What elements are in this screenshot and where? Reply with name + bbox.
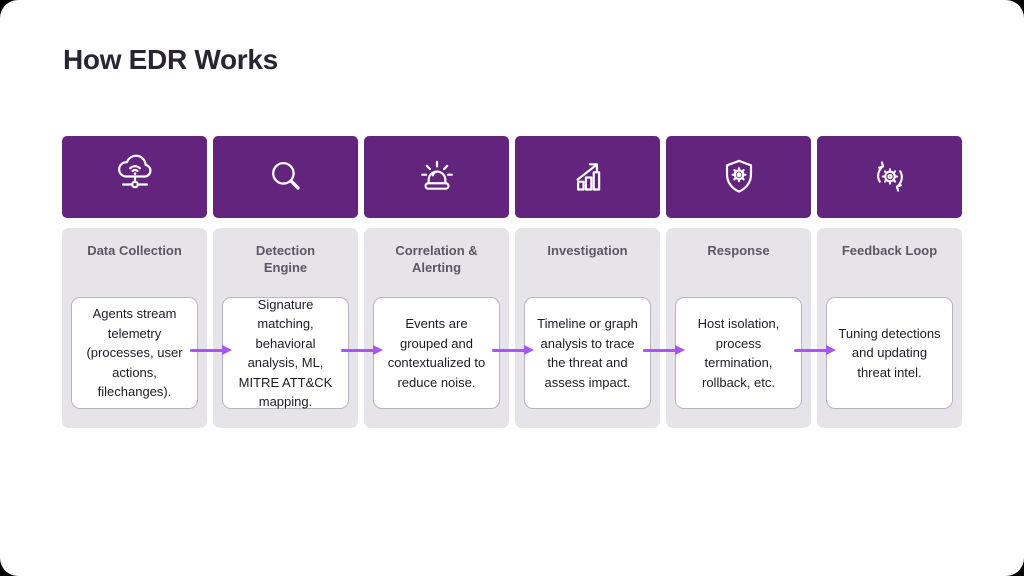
step-description-card: Agents stream telemetry (processes, user… [71,297,198,409]
cloud-network-icon [117,154,151,189]
step-description-card: Tuning detections and updating threat in… [826,297,953,409]
step-body: Feedback Loop Tuning detections and upda… [817,228,962,428]
flow-arrow-icon [190,345,232,355]
flow-arrow-icon [341,345,383,355]
step-icon-box [364,136,509,218]
step-column-data-collection: Data Collection Agents stream telemetry … [62,136,232,428]
step-icon-box [213,136,358,218]
flow-arrow-icon [794,345,836,355]
step-title: Investigation [547,243,628,258]
edr-flow-diagram: Data Collection Agents stream telemetry … [62,136,962,428]
step-title: Detection Engine [255,243,316,275]
step-title: Data Collection [87,243,182,258]
step-body: Investigation Timeline or graph analysis… [515,228,685,428]
step-description-card: Host isolation, process termination, rol… [675,297,802,409]
step-description-card: Events are grouped and contextualized to… [373,297,500,409]
step-body: Correlation & Alerting Events are groupe… [364,228,534,428]
flow-arrow-icon [492,345,534,355]
step-title: Correlation & Alerting [395,243,478,275]
magnifier-icon [271,161,300,190]
growth-chart-icon [575,163,600,191]
step-icon-box [515,136,660,218]
flow-arrow-icon [643,345,685,355]
step-body: Data Collection Agents stream telemetry … [62,228,232,428]
step-icon-box [817,136,962,218]
step-icon-box [666,136,811,218]
step-column-detection-engine: Detection Engine Signature matching, beh… [213,136,383,428]
step-description-card: Signature matching, behavioral analysis,… [222,297,349,409]
step-description-card: Timeline or graph analysis to trace the … [524,297,651,409]
step-column-feedback-loop: Feedback Loop Tuning detections and upda… [817,136,962,428]
step-body: Detection Engine Signature matching, beh… [213,228,383,428]
step-icon-box [62,136,207,218]
step-title: Response [707,243,770,258]
step-body: Response Host isolation, process termina… [666,228,836,428]
shield-gear-icon [725,159,752,193]
siren-icon [420,160,453,190]
step-column-response: Response Host isolation, process termina… [666,136,836,428]
feedback-loop-icon [876,161,903,192]
page-title: How EDR Works [63,44,278,75]
step-column-investigation: Investigation Timeline or graph analysis… [515,136,685,428]
step-column-correlation-alerting: Correlation & Alerting Events are groupe… [364,136,534,428]
step-title: Feedback Loop [841,243,938,258]
